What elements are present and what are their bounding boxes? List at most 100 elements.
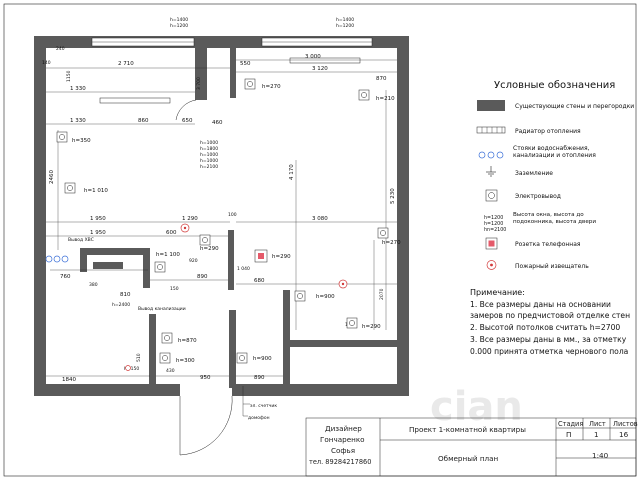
sheets-value: 16 bbox=[619, 430, 629, 439]
label-vyvod-kanal: Вывод канализации bbox=[138, 306, 186, 312]
wall-corridor bbox=[229, 310, 236, 388]
power-outlet-icon bbox=[154, 261, 166, 273]
riser-icon bbox=[45, 255, 53, 263]
wall-bath-h bbox=[283, 340, 397, 347]
note-line-1: 1. Все размеры даны на основании bbox=[470, 300, 611, 309]
power-outlets bbox=[56, 78, 389, 364]
height-290a: h=290 bbox=[200, 246, 219, 252]
note-line-3: 2. Высотой потолков считать h=2700 bbox=[470, 323, 620, 332]
dim-1840: 1840 bbox=[62, 377, 76, 383]
fire-detector-icon bbox=[125, 365, 131, 371]
legend-ground-icon bbox=[486, 166, 496, 177]
dim-4170: 4 170 bbox=[289, 164, 295, 180]
legend-phone: Розетка телефонная bbox=[515, 241, 581, 248]
small-height-notes: h=1400 h=1200 h=1400 h=1200 h=1000 h=180… bbox=[112, 17, 354, 308]
dim-3080: 3 080 bbox=[312, 216, 328, 222]
plan-text-labels: Вывод ХВС Вывод канализации эл. счетчик … bbox=[68, 237, 277, 421]
wall-right bbox=[397, 36, 409, 396]
dim-1330b: 1 330 bbox=[70, 118, 86, 124]
col-sheet: Лист bbox=[589, 420, 606, 428]
entry-door bbox=[179, 395, 233, 456]
wall-column bbox=[228, 230, 234, 290]
dim-5230: 5 230 bbox=[390, 188, 396, 204]
power-outlet-icon bbox=[161, 332, 173, 344]
dim-3700: 3 700 bbox=[196, 77, 202, 90]
dim-240: 240 bbox=[56, 46, 65, 52]
designer-surname: Гончаренко bbox=[320, 435, 365, 444]
dim-510: 510 bbox=[136, 353, 142, 362]
designer-phone: тел. 89284217860 bbox=[309, 458, 371, 466]
height-1100: h=1 100 bbox=[156, 252, 180, 258]
power-outlet-icon bbox=[377, 227, 389, 239]
dim-920: 920 bbox=[189, 258, 198, 264]
sheet-frame bbox=[3, 3, 637, 477]
note-line-5: 0.000 принята отметка чернового пола bbox=[470, 347, 628, 356]
title-block-text: Дизайнер Гончаренко Софья тел. 892842178… bbox=[309, 420, 638, 466]
dim-650: 650 bbox=[182, 118, 193, 124]
legend-hsample2: h=1200 bbox=[484, 221, 503, 227]
dim-100: 100 bbox=[228, 212, 237, 218]
dim-950: 950 bbox=[200, 375, 211, 381]
dim-140: 140 bbox=[42, 60, 51, 66]
dim-810: 810 bbox=[120, 292, 131, 298]
dim-600: 600 bbox=[166, 230, 177, 236]
legend-riser-icon bbox=[478, 151, 486, 159]
notes-heading: Примечание: bbox=[470, 288, 525, 297]
wall-bottom-right bbox=[232, 384, 409, 396]
sh-e2: h=2100 bbox=[200, 164, 218, 170]
risers bbox=[45, 255, 69, 263]
dim-680: 680 bbox=[254, 278, 265, 284]
radiator-right bbox=[289, 57, 361, 64]
col-stage: Стадия bbox=[558, 420, 583, 428]
power-outlet-icon bbox=[159, 352, 171, 364]
dim-890: 890 bbox=[197, 274, 208, 280]
height-300: h=300 bbox=[176, 358, 195, 364]
height-210: h=210 bbox=[376, 96, 395, 102]
dimension-labels: 2 710 3 120 3 000 550 1 330 1 330 860 65… bbox=[42, 46, 396, 383]
note-line-2: замеров по предчистовой отделке стен bbox=[470, 311, 630, 320]
riser-icon bbox=[61, 255, 69, 263]
dim-460: 460 bbox=[212, 120, 223, 126]
sh-d3: h=1000 bbox=[200, 152, 218, 158]
label-intercom: домофон bbox=[248, 415, 270, 421]
notes: Примечание: 1. Все размеры даны на основ… bbox=[470, 288, 630, 356]
radiator-left bbox=[99, 97, 171, 104]
windows bbox=[91, 37, 373, 47]
dim-430: 430 bbox=[166, 368, 175, 374]
legend-hsample1: h=1200 bbox=[484, 215, 503, 221]
radiators bbox=[99, 57, 361, 104]
stage-value: П bbox=[566, 430, 571, 439]
dim-1150: 1150 bbox=[66, 70, 72, 82]
legend-radiator-icon bbox=[476, 126, 506, 134]
sh-a1: h=1400 bbox=[170, 17, 188, 23]
height-290b: h=290 bbox=[272, 254, 291, 260]
dim-550: 550 bbox=[240, 61, 251, 67]
dim-2710: 2 710 bbox=[118, 61, 134, 67]
power-outlet-icon bbox=[236, 352, 248, 364]
dim-3000: 3 000 bbox=[305, 54, 321, 60]
legend: Условные обозначения Существующие стены … bbox=[476, 80, 634, 270]
dim-2070: 2070 bbox=[379, 288, 385, 300]
col-sheets: Листов bbox=[613, 420, 638, 428]
legend-heights: Высота окна, высота до подоконника, высо… bbox=[513, 212, 596, 225]
label-meter: эл. счетчик bbox=[250, 404, 277, 409]
scale-value: 1:40 bbox=[592, 451, 609, 460]
sheet-value: 1 bbox=[594, 430, 599, 439]
wall-kitchen-v bbox=[80, 248, 87, 272]
power-outlet-icon bbox=[56, 131, 68, 143]
sh-b2: h=1200 bbox=[336, 23, 354, 29]
power-outlet-icon bbox=[294, 290, 306, 302]
wall-left bbox=[34, 36, 46, 396]
dim-860: 860 bbox=[138, 118, 149, 124]
legend-power: Электровывод bbox=[515, 193, 561, 200]
dim-760: 760 bbox=[60, 274, 71, 280]
wall-bottom-left bbox=[34, 384, 180, 396]
dim-150: 150 bbox=[170, 286, 179, 292]
height-270b: h=270 bbox=[382, 240, 401, 246]
power-outlet-icon bbox=[64, 182, 76, 194]
sheet-name: Обмерный план bbox=[438, 454, 499, 463]
power-outlet-icon bbox=[199, 234, 211, 246]
dim-1330a: 1 330 bbox=[70, 86, 86, 92]
